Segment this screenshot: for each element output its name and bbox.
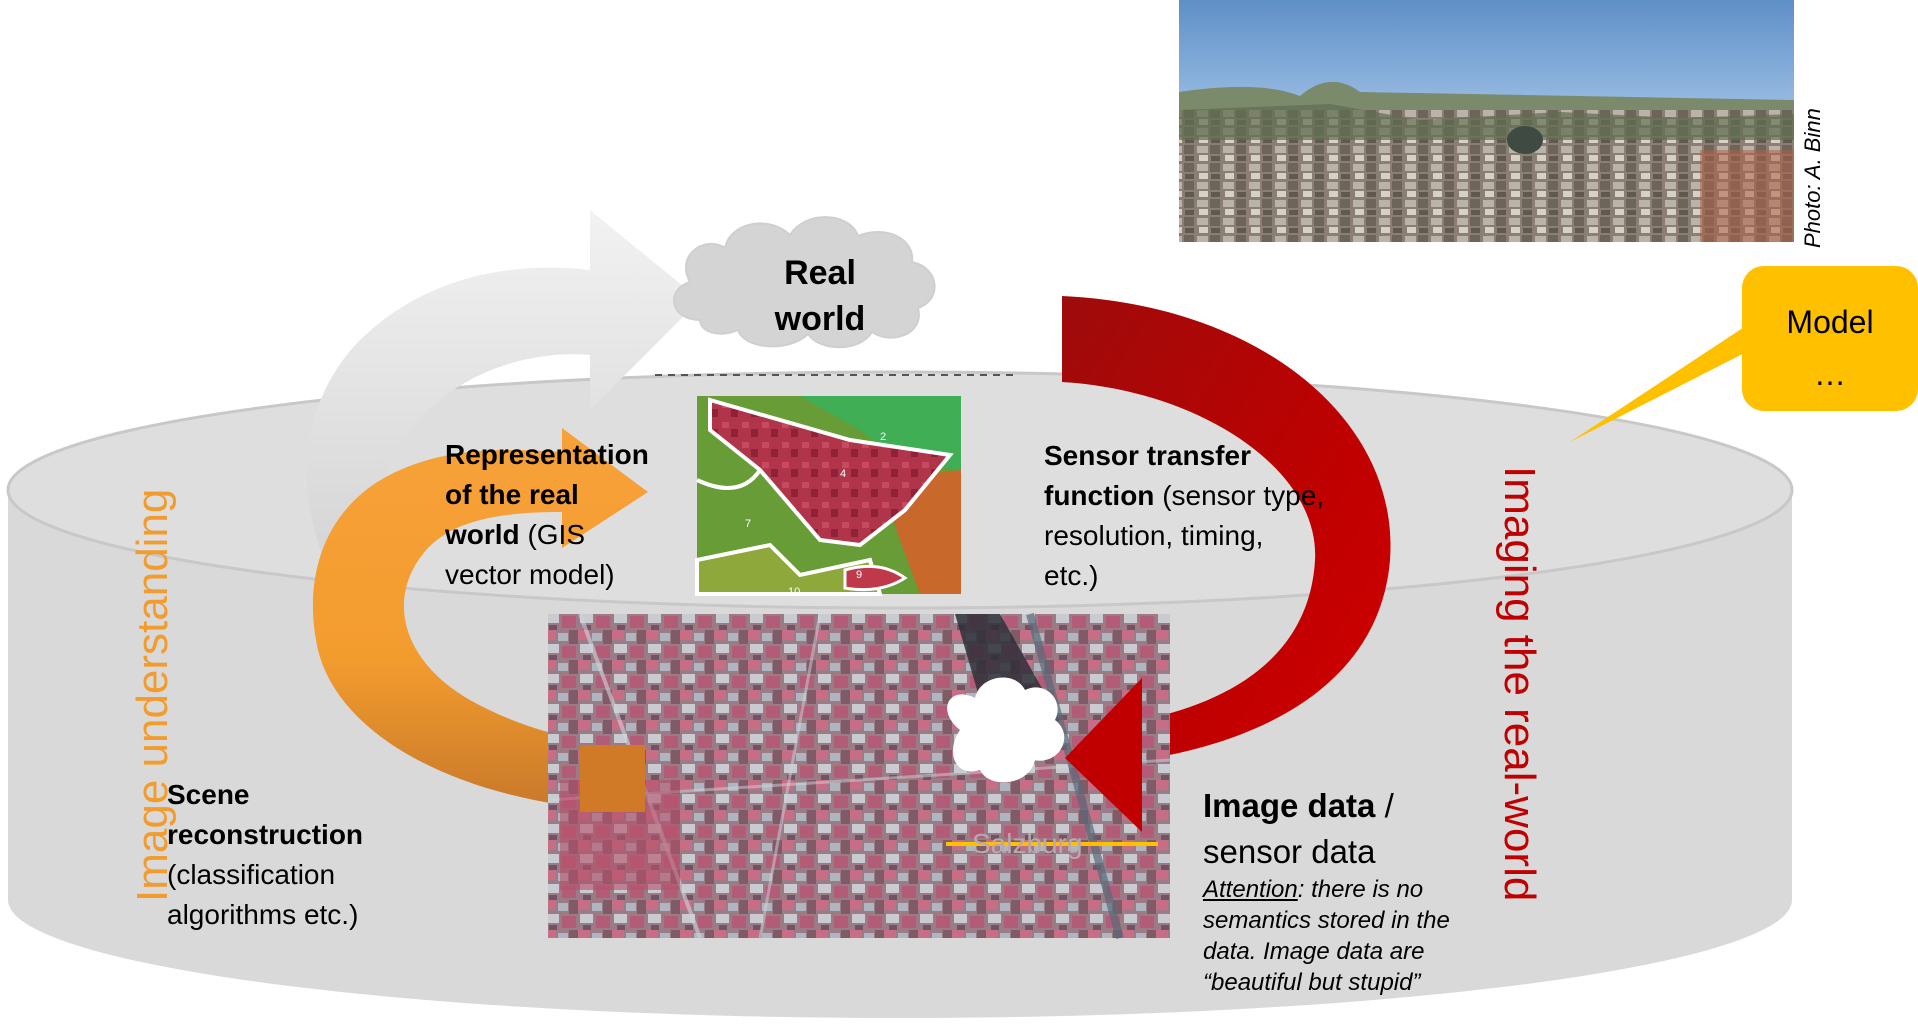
satellite-overlay-label: Salzburg — [972, 828, 1083, 859]
gis-map-number: 10 — [788, 586, 800, 598]
callout-line-2: … — [1814, 356, 1846, 392]
sensor-line-4: etc.) — [1044, 560, 1099, 591]
representation-line-3-bold: world — [445, 519, 520, 550]
sensor-line-3: resolution, timing, — [1044, 520, 1264, 551]
city-panorama-photo — [1179, 0, 1794, 243]
representation-label: Representation of the real world (GIS ve… — [445, 435, 685, 595]
sensor-line-2: function (sensor type, — [1044, 476, 1364, 516]
real-world-line-2: world — [774, 300, 866, 338]
image-data-label: Image data / sensor data — [1203, 783, 1523, 875]
imaging-arrow-head — [1065, 678, 1142, 832]
imaging-arrow — [1062, 296, 1391, 832]
attention-note: Attention: there is no semantics stored … — [1203, 874, 1503, 998]
image-understanding-arrow-upper — [306, 210, 700, 720]
scene-reconstruction-arrow — [312, 428, 648, 812]
gis-map-number: 7 — [745, 518, 751, 530]
representation-line-4: vector model) — [445, 559, 615, 590]
gis-vector-map: 2 4 7 9 10 — [695, 396, 961, 598]
attention-word: Attention — [1203, 876, 1298, 903]
real-world-label: Real world — [700, 250, 940, 342]
satellite-image: Salzburg — [547, 612, 1171, 940]
image-data-line-1-rest: / — [1375, 787, 1394, 824]
sensor-line-2-bold: function — [1044, 480, 1155, 511]
callout-line-1: Model — [1786, 304, 1874, 340]
model-callout — [1570, 266, 1918, 442]
gis-map-number: 9 — [856, 569, 862, 581]
representation-line-1: Representation — [445, 439, 649, 470]
sensor-transfer-label: Sensor transfer function (sensor type, r… — [1044, 436, 1364, 596]
model-callout-text: Model … — [1750, 296, 1910, 400]
attention-text: : there is no semantics stored in the da… — [1203, 876, 1450, 996]
gis-map-number: 4 — [840, 468, 846, 480]
scene-reconstruction-arrow-tail — [580, 745, 645, 812]
sensor-line-2-rest: (sensor type, — [1154, 480, 1325, 511]
gis-map-number: 2 — [880, 431, 886, 443]
image-data-line-1-bold: Image data — [1203, 787, 1376, 824]
real-world-line-1: Real — [784, 254, 856, 292]
real-world-cloud — [673, 216, 936, 349]
sensor-line-1: Sensor transfer — [1044, 440, 1251, 471]
scene-line-1: Scene — [167, 779, 250, 810]
representation-line-3-rest: (GIS — [519, 519, 586, 550]
image-data-line-2: sensor data — [1203, 833, 1376, 870]
representation-line-3: world (GIS — [445, 515, 685, 555]
scene-line-3: (classification — [167, 859, 336, 890]
scene-line-4: algorithms etc.) — [167, 899, 359, 930]
representation-line-2: of the real — [445, 479, 579, 510]
photo-credit-text: Photo: A. Binn — [1800, 108, 1825, 248]
scene-reconstruction-label: Scene reconstruction (classification alg… — [167, 775, 427, 935]
scene-line-2: reconstruction — [167, 819, 364, 850]
image-data-line-1: Image data / — [1203, 783, 1523, 829]
